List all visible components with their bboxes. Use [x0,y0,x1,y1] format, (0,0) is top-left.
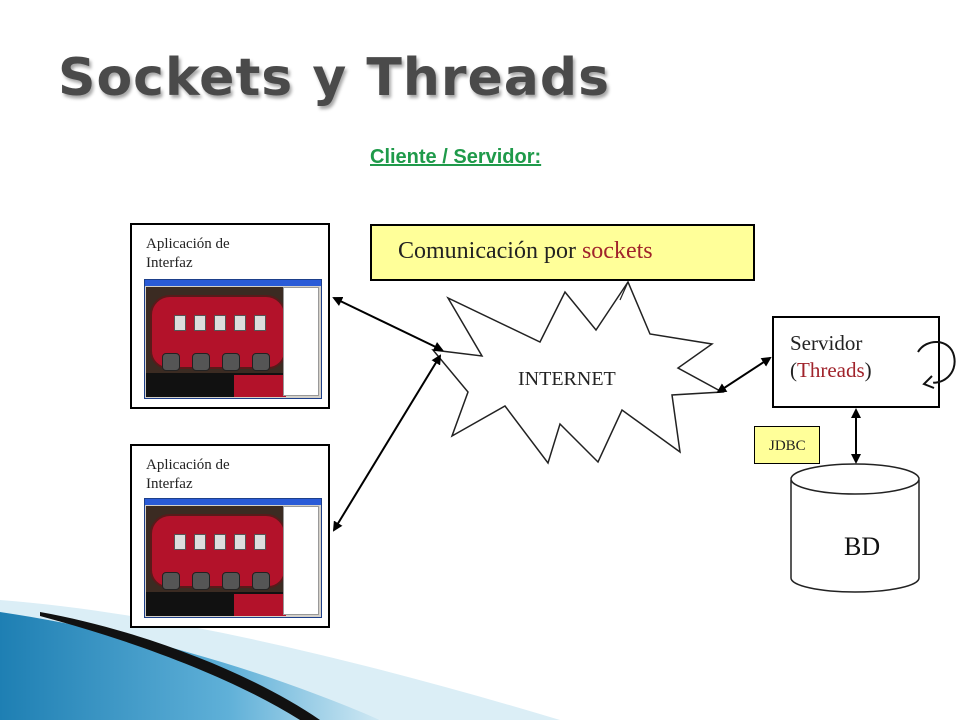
mini-control-bar [146,592,286,616]
server-paren-close: ) [864,358,872,382]
server-box: Servidor (Threads) [772,316,956,408]
page-subtitle: Cliente / Servidor: [370,146,542,168]
arrow-client1-internet [332,296,444,352]
mini-side-panel [283,506,319,615]
card-image [194,534,206,550]
database-label: BD [844,532,881,561]
card-image [234,534,246,550]
corner-swoosh-light [0,600,560,720]
arrow-internet-server [716,356,772,394]
card-image [254,534,266,550]
player-seat-image [252,572,270,590]
communication-accent: sockets [581,238,653,264]
client-label-2-line2: Interfaz [146,476,193,492]
mini-game-area [146,287,286,397]
server-label: Servidor (Threads) [790,330,872,384]
corner-swoosh-dark [40,612,320,720]
card-image [214,315,226,331]
client-app-box-2: Aplicación de Interfaz [130,444,330,628]
page-title: Sockets y Threads [58,48,611,108]
communication-box: Comunicación por sockets [370,224,755,281]
card-image [214,534,226,550]
mini-side-panel [283,287,319,396]
cycle-arrow-icon [917,341,956,389]
database-cylinder-top [790,463,920,495]
mini-red-panel [234,594,286,616]
jdbc-box: JDBC [754,426,820,464]
internet-label: INTERNET [518,368,616,390]
mini-control-bar [146,373,286,397]
arrow-client2-internet [332,354,442,532]
card-image [234,315,246,331]
player-seat-image [192,353,210,371]
client-label-1-line2: Interfaz [146,255,193,271]
server-accent: Threads [797,358,865,382]
server-label-line1: Servidor [790,331,863,355]
client-label-1: Aplicación de Interfaz [146,235,326,273]
client-screenshot-1 [144,279,322,399]
communication-label: Comunicación por [398,238,582,264]
player-seat-image [252,353,270,371]
card-image [174,534,186,550]
card-image [174,315,186,331]
communication-pointer-line [619,281,629,301]
client-label-2: Aplicación de Interfaz [146,456,326,494]
player-seat-image [222,572,240,590]
player-seat-image [222,353,240,371]
mini-red-panel [234,375,286,397]
poker-table-image [150,295,286,371]
server-paren-open: ( [790,358,797,382]
database-cylinder [790,480,920,593]
mini-titlebar [145,499,321,505]
player-seat-image [192,572,210,590]
poker-table-image [150,514,286,590]
card-image [254,315,266,331]
client-screenshot-2 [144,498,322,618]
mini-titlebar [145,280,321,286]
internet-cloud-shape [431,280,725,465]
client-label-1-line1: Aplicación de [146,236,230,252]
client-label-2-line1: Aplicación de [146,457,230,473]
player-seat-image [162,353,180,371]
player-seat-image [162,572,180,590]
card-image [194,315,206,331]
mini-game-area [146,506,286,616]
client-app-box-1: Aplicación de Interfaz [130,223,330,409]
